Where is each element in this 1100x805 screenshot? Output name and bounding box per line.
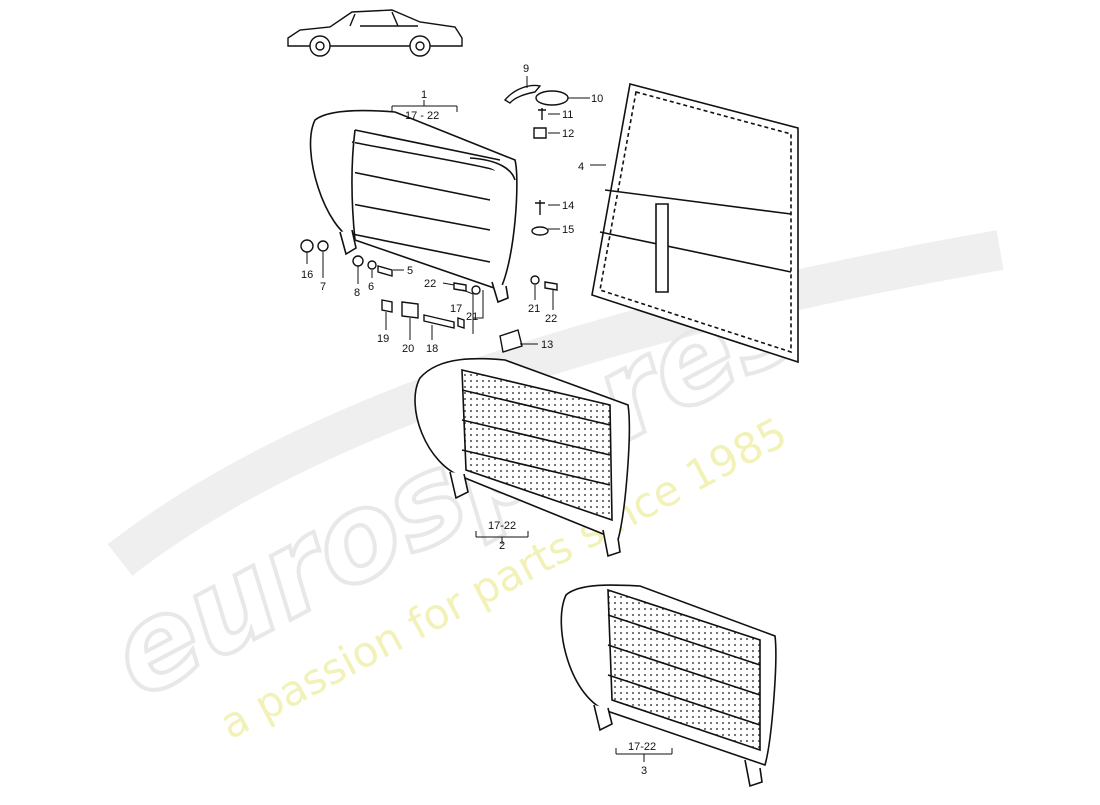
callout-5: 5 bbox=[407, 265, 413, 277]
callout-8: 8 bbox=[354, 287, 360, 299]
callout-1-range: 17 - 22 bbox=[405, 110, 439, 122]
callout-18: 18 bbox=[426, 343, 438, 355]
backrest-2 bbox=[414, 357, 631, 558]
callout-2: 2 bbox=[499, 540, 505, 552]
callout-1: 1 bbox=[421, 89, 427, 101]
callout-17: 17 bbox=[450, 303, 462, 315]
callout-21-right: 21 bbox=[528, 303, 540, 315]
callout-4: 4 bbox=[578, 161, 584, 173]
panel-4 bbox=[591, 83, 799, 364]
callout-9: 9 bbox=[523, 63, 529, 75]
callout-7: 7 bbox=[320, 281, 326, 293]
callout-12: 12 bbox=[562, 128, 574, 140]
backrest-1 bbox=[309, 109, 518, 304]
callout-3: 3 bbox=[641, 765, 647, 777]
leader-lines bbox=[306, 76, 673, 762]
callout-21-left: 21 bbox=[466, 311, 478, 323]
callout-22-left: 22 bbox=[424, 278, 436, 290]
callout-14: 14 bbox=[562, 200, 574, 212]
callout-15: 15 bbox=[562, 224, 574, 236]
callout-13: 13 bbox=[541, 339, 553, 351]
callout-16: 16 bbox=[301, 269, 313, 281]
callout-labels: 1 17 - 22 17-22 2 17-22 3 4 5 6 7 8 9 10… bbox=[301, 63, 656, 777]
car-illustration bbox=[287, 9, 463, 57]
backrest-3 bbox=[560, 584, 777, 788]
callout-3-range: 17-22 bbox=[628, 741, 656, 753]
hardware-parts bbox=[300, 84, 569, 353]
callout-22-right: 22 bbox=[545, 313, 557, 325]
callout-6: 6 bbox=[368, 281, 374, 293]
callout-11: 11 bbox=[562, 109, 573, 121]
callout-10: 10 bbox=[591, 93, 603, 105]
callout-19: 19 bbox=[377, 333, 389, 345]
callout-2-range: 17-22 bbox=[488, 520, 516, 532]
callout-20: 20 bbox=[402, 343, 414, 355]
